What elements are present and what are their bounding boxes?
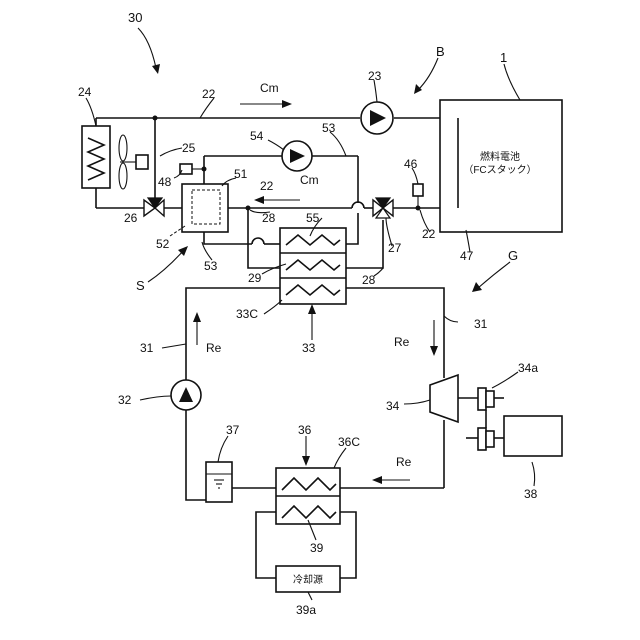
label-sensor-48: 48: [158, 175, 172, 189]
label-loop-g: G: [508, 248, 518, 263]
label-radiator: 24: [78, 85, 92, 99]
label-hx-36: 36: [298, 423, 312, 437]
heat-exchanger-33: [280, 228, 346, 304]
label-pump-23: 23: [368, 69, 382, 83]
fan-motor: [136, 155, 148, 169]
label-flow-re-left: Re: [206, 341, 222, 355]
sensor-48: [180, 164, 192, 174]
label-hx-55: 55: [306, 211, 320, 225]
label-valve-27: 27: [388, 241, 402, 255]
label-pipe-31-right: 31: [474, 317, 488, 331]
label-motor-38: 38: [524, 487, 538, 501]
label-tank-51: 51: [234, 167, 248, 181]
label-compressor-34: 34: [386, 399, 400, 413]
label-flow-cm-top: Cm: [260, 81, 279, 95]
label-hx-33: 33: [302, 341, 316, 355]
label-pump-32: 32: [118, 393, 132, 407]
label-pipe-39: 39: [310, 541, 324, 555]
label-flow-re-right: Re: [394, 335, 410, 349]
label-pipe-22-right: 22: [422, 227, 436, 241]
label-flow-cm-mid: Cm: [300, 173, 319, 187]
pipe-53-bottom: [204, 232, 252, 244]
label-sensor-47: 47: [460, 249, 474, 263]
label-fuel-cell-ref: 1: [500, 50, 507, 65]
heat-exchanger-36: [276, 468, 340, 524]
label-hx-33c: 33C: [236, 307, 258, 321]
label-coupling-34a: 34a: [518, 361, 538, 375]
label-pipe-28-right: 28: [362, 273, 376, 287]
fuel-cell-1: 燃料電池 （FCスタック）: [440, 100, 562, 232]
cooling-source-39a: 冷却源: [276, 566, 340, 592]
label-cooling-source-ref: 39a: [296, 603, 316, 617]
pipe-31-left: [186, 288, 280, 380]
label-sensor-46: 46: [404, 157, 418, 171]
label-pipe-22-mid: 22: [260, 179, 274, 193]
label-pump-54: 54: [250, 129, 264, 143]
pump-32: [171, 380, 201, 410]
tank-51: [170, 184, 228, 236]
label-sensor-52: 52: [156, 237, 170, 251]
label-pipe-53-bottom: 53: [204, 259, 218, 273]
radiator-24: [82, 126, 110, 188]
pump-23: [361, 102, 393, 134]
label-sub-s: S: [136, 278, 145, 293]
label-pipe-28-left: 28: [262, 211, 276, 225]
label-system: 30: [128, 10, 142, 25]
valve-26: [144, 198, 164, 216]
cooling-source-label: 冷却源: [293, 573, 323, 586]
receiver-37: [206, 462, 232, 502]
label-receiver-37: 37: [226, 423, 240, 437]
compressor-34: [430, 375, 478, 422]
pipe-31-right: [346, 288, 444, 378]
fan-icon: [119, 135, 148, 189]
label-loop-b: B: [436, 44, 445, 59]
label-pipe-29: 29: [248, 271, 262, 285]
label-flow-re-bottom: Re: [396, 455, 412, 469]
label-valve-26: 26: [124, 211, 138, 225]
motor-38: [504, 416, 562, 456]
label-pipe-31-left: 31: [140, 341, 154, 355]
label-pipe-25: 25: [182, 141, 196, 155]
fuel-cell-sub: （FCスタック）: [463, 164, 536, 176]
label-pipe-53-top: 53: [322, 121, 336, 135]
valve-27: [373, 198, 393, 218]
pump-54: [282, 141, 312, 171]
label-hx-36c: 36C: [338, 435, 360, 449]
sensor-46: [413, 184, 423, 196]
refrigerant-loop-g: [186, 288, 444, 578]
label-pipe-22-top: 22: [202, 87, 216, 101]
fuel-cell-name: 燃料電池: [480, 150, 520, 163]
